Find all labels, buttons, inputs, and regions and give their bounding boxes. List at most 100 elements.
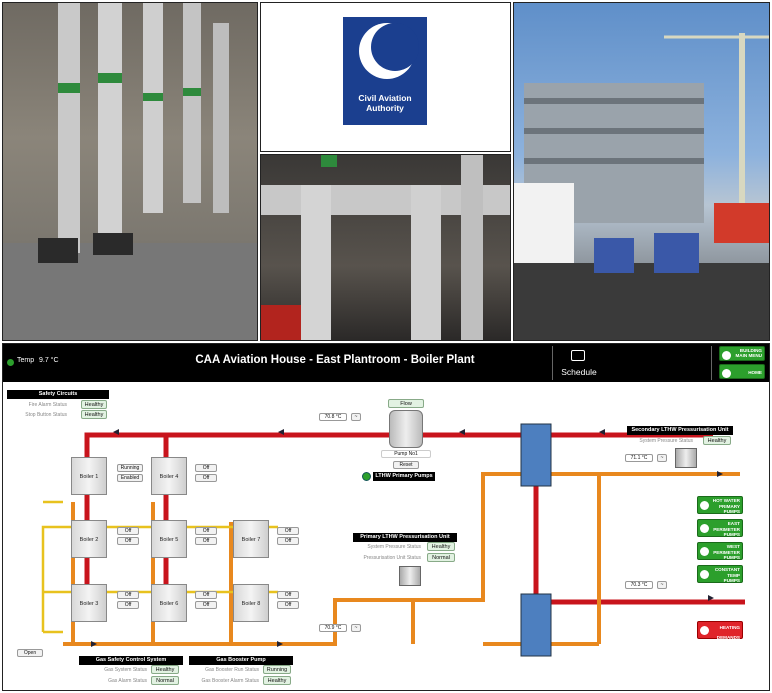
boiler-2-status: Off: [117, 527, 139, 535]
pump-running-indicator: [362, 472, 371, 481]
primary-pressurisation-unit-icon: [399, 566, 421, 586]
schedule-button[interactable]: Schedule: [555, 346, 603, 380]
pump-name: Pump No1: [381, 450, 431, 458]
heating-demands-button[interactable]: HEATING DEMANDS: [697, 621, 743, 640]
boiler-5-enable[interactable]: Off: [195, 537, 217, 545]
boiler-5[interactable]: Boiler 5: [151, 520, 187, 558]
boiler-1-status: Running: [117, 464, 143, 472]
stop-button-label: Stop Button Status: [25, 412, 67, 418]
schedule-icon: [571, 350, 585, 361]
fire-alarm-label: Fire Alarm Status: [28, 402, 67, 408]
gas-booster-run-label: Gas Booster Run Status: [205, 667, 259, 673]
return-arrow-2: [277, 641, 283, 647]
boiler-3-status: Off: [117, 591, 139, 599]
boiler-2[interactable]: Boiler 2: [71, 520, 107, 558]
return-arrow-1: [91, 641, 97, 647]
secondary-pressure-label: System Pressure Status: [639, 438, 693, 444]
caa-logo: Civil Aviation Authority: [343, 17, 427, 125]
temp-value: 9.7 °C: [39, 357, 59, 364]
lthw-primary-pumps-label: LTHW Primary Pumps: [373, 472, 435, 481]
east-perimeter-pumps-button[interactable]: EAST PERIMETER PUMPS: [697, 519, 743, 537]
open-button[interactable]: Open: [17, 649, 43, 657]
gas-alarm-label: Gas Alarm Status: [108, 678, 147, 684]
boiler-8-enable[interactable]: Off: [277, 601, 299, 609]
temp-label: Temp: [17, 357, 35, 364]
heat-exchanger-1: [520, 423, 552, 487]
flow-arrow-4: [599, 429, 605, 435]
boiler-pipework-photo: [260, 154, 511, 341]
header-divider: [552, 346, 553, 380]
plantroom-pipes-photo: [2, 2, 258, 341]
boiler-2-enable[interactable]: Off: [117, 537, 139, 545]
logo-line-1: Civil Aviation: [358, 93, 412, 103]
constant-temp-pumps-button[interactable]: CONSTANT TEMP PUMPS: [697, 565, 743, 583]
page-title: CAA Aviation House - East Plantroom - Bo…: [195, 354, 475, 366]
pressurisation-unit-label: Pressurisation Unit Status: [363, 555, 421, 561]
return-temp: 70.9 °C: [319, 624, 347, 632]
boiler-3-enable[interactable]: Off: [117, 601, 139, 609]
boiler-4-enable[interactable]: Off: [195, 474, 217, 482]
caa-logo-panel: Civil Aviation Authority: [260, 2, 511, 152]
schedule-label: Schedule: [561, 367, 597, 377]
flow-arrow-1: [113, 429, 119, 435]
primary-pressure-status: Healthy: [427, 542, 455, 551]
boiler-plant-hmi: Temp 9.7 °C CAA Aviation House - East Pl…: [2, 343, 770, 691]
boiler-5-status: Off: [195, 527, 217, 535]
secondary-return-temp: 70.3 °C: [625, 581, 653, 589]
gas-system-label: Gas System Status: [104, 667, 147, 673]
boiler-8[interactable]: Boiler 8: [233, 584, 269, 622]
plantroom-pipes-illustration: [3, 3, 257, 340]
flow-trend-icon[interactable]: ~: [351, 413, 361, 421]
caa-logo-mark: [359, 23, 419, 79]
boiler-4-status: Off: [195, 464, 217, 472]
temp-indicator-icon: [7, 359, 14, 366]
gas-alarm-status: Normal: [151, 676, 179, 685]
boiler-6[interactable]: Boiler 6: [151, 584, 187, 622]
header-divider-2: [711, 346, 712, 380]
header-bar: Temp 9.7 °C CAA Aviation House - East Pl…: [3, 344, 769, 382]
west-perimeter-pumps-button[interactable]: WEST PERIMETER PUMPS: [697, 542, 743, 560]
boiler-7[interactable]: Boiler 7: [233, 520, 269, 558]
boiler-8-status: Off: [277, 591, 299, 599]
gas-booster-run-status: Running: [263, 665, 291, 674]
crane-delivery-photo: [513, 2, 770, 341]
gas-booster-title: Gas Booster Pump: [189, 656, 293, 665]
boiler-1[interactable]: Boiler 1: [71, 457, 107, 495]
return-arrow-3: [717, 471, 723, 477]
primary-pressurisation-title: Primary LTHW Pressurisation Unit: [353, 533, 457, 542]
flow-arrow-3: [459, 429, 465, 435]
fire-alarm-status: Healthy: [81, 400, 107, 409]
return-trend-icon[interactable]: ~: [351, 624, 361, 632]
logo-line-2: Authority: [366, 103, 404, 113]
boiler-4[interactable]: Boiler 4: [151, 457, 187, 495]
flow-arrow-5: [708, 595, 714, 601]
secondary-return-trend-icon[interactable]: ~: [657, 581, 667, 589]
gas-booster-alarm-label: Gas Booster Alarm Status: [201, 678, 259, 684]
pressurisation-unit-status: Normal: [427, 553, 455, 562]
pump-icon[interactable]: [389, 410, 423, 448]
flow-status: Flow: [388, 399, 424, 408]
safety-circuits-title: Safety Circuits: [7, 390, 109, 399]
gas-safety-title: Gas Safety Control System: [79, 656, 183, 665]
heat-exchanger-2: [520, 593, 552, 657]
boiler-7-status: Off: [277, 527, 299, 535]
primary-pressure-label: System Pressure Status: [367, 544, 421, 550]
boiler-6-enable[interactable]: Off: [195, 601, 217, 609]
secondary-pressure-status: Healthy: [703, 436, 731, 445]
secondary-pressurisation-title: Secondary LTHW Pressurisation Unit: [627, 426, 733, 435]
hot-water-primary-pumps-button[interactable]: HOT WATER PRIMARY PUMPS: [697, 496, 743, 514]
flow-arrow-2: [278, 429, 284, 435]
boiler-6-status: Off: [195, 591, 217, 599]
boiler-7-enable[interactable]: Off: [277, 537, 299, 545]
home-button[interactable]: HOME: [719, 364, 765, 379]
crane-delivery-illustration: [514, 33, 769, 340]
gas-system-status: Healthy: [151, 665, 179, 674]
boiler-3[interactable]: Boiler 3: [71, 584, 107, 622]
boiler-1-enable[interactable]: Enabled: [117, 474, 143, 482]
building-main-menu-button[interactable]: BUILDING MAIN MENU: [719, 346, 765, 361]
secondary-flow-trend-icon[interactable]: ~: [657, 454, 667, 462]
pump-reset-button[interactable]: Reset: [393, 461, 419, 469]
gas-booster-alarm-status: Healthy: [263, 676, 291, 685]
flow-temp: 70.8 °C: [319, 413, 347, 421]
stop-button-status: Healthy: [81, 410, 107, 419]
